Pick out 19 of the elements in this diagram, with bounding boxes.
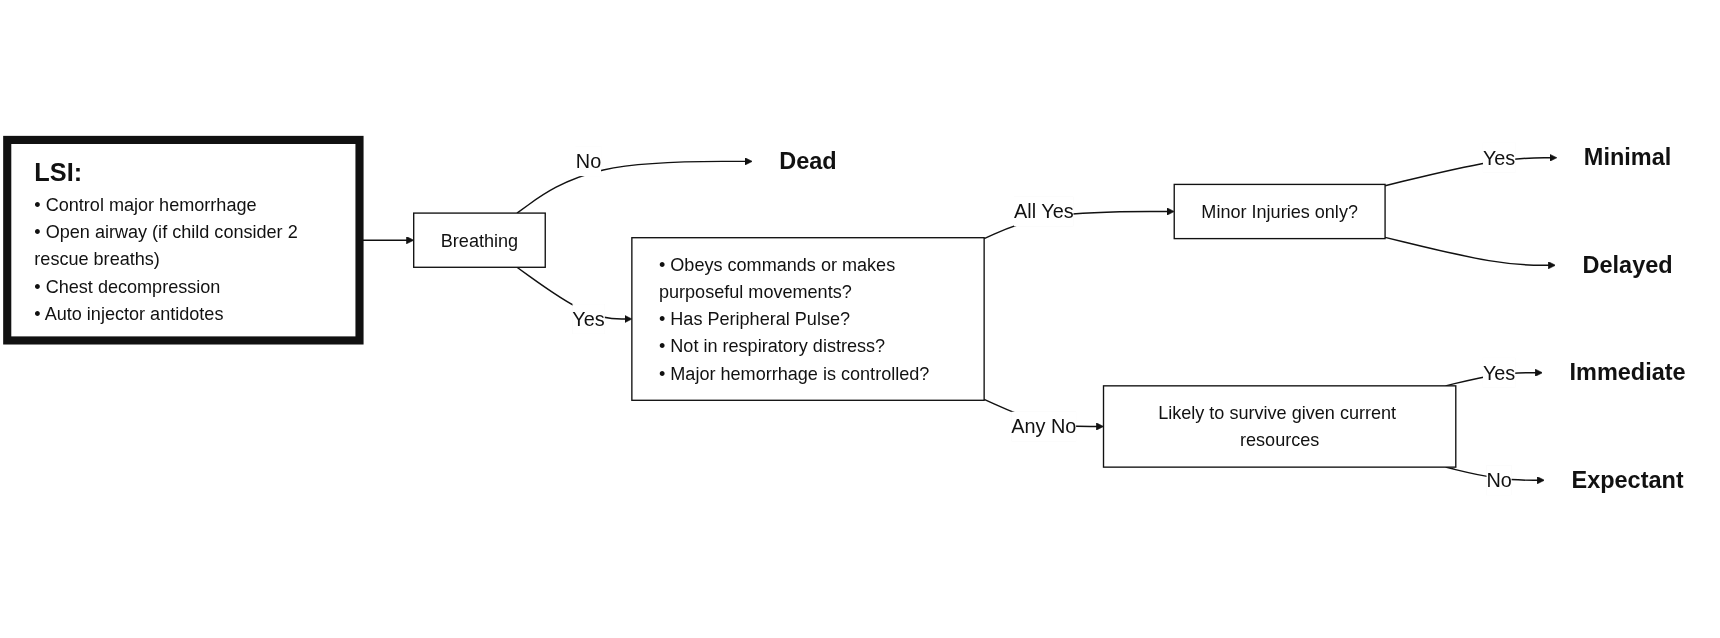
edge-label: Yes bbox=[1482, 146, 1516, 170]
edge-label: Any No bbox=[1011, 415, 1077, 438]
node-box: Minor Injuries only? bbox=[1173, 183, 1386, 240]
edge-label: No bbox=[575, 150, 602, 173]
arrow bbox=[516, 157, 753, 214]
edge-label: All Yes bbox=[1013, 200, 1074, 223]
arrow bbox=[1384, 236, 1556, 270]
node-box: Breathing bbox=[413, 212, 546, 268]
node-text: Expectant bbox=[1571, 466, 1684, 494]
edge-label: No bbox=[1486, 468, 1512, 492]
node-text: Delayed bbox=[1582, 251, 1673, 279]
edge-label: Yes bbox=[572, 307, 605, 331]
node-box: • Obeys commands or makes purposeful movements? • Has Peripheral Pulse? • Not in respiratory distress? • Major hemorrhage is controlled? bbox=[631, 237, 985, 401]
node-text: Minimal bbox=[1583, 143, 1672, 171]
node-text: Immediate bbox=[1569, 358, 1686, 386]
node-box: LSI: • Control major hemorrhage • Open airway (if child consider 2 rescue breaths) • Chest decompression • Auto injector antidotes bbox=[3, 135, 364, 345]
edge-label: Yes bbox=[1482, 361, 1516, 385]
node-box: Likely to survive given current resources bbox=[1102, 385, 1457, 468]
node-text: Dead bbox=[779, 147, 837, 175]
